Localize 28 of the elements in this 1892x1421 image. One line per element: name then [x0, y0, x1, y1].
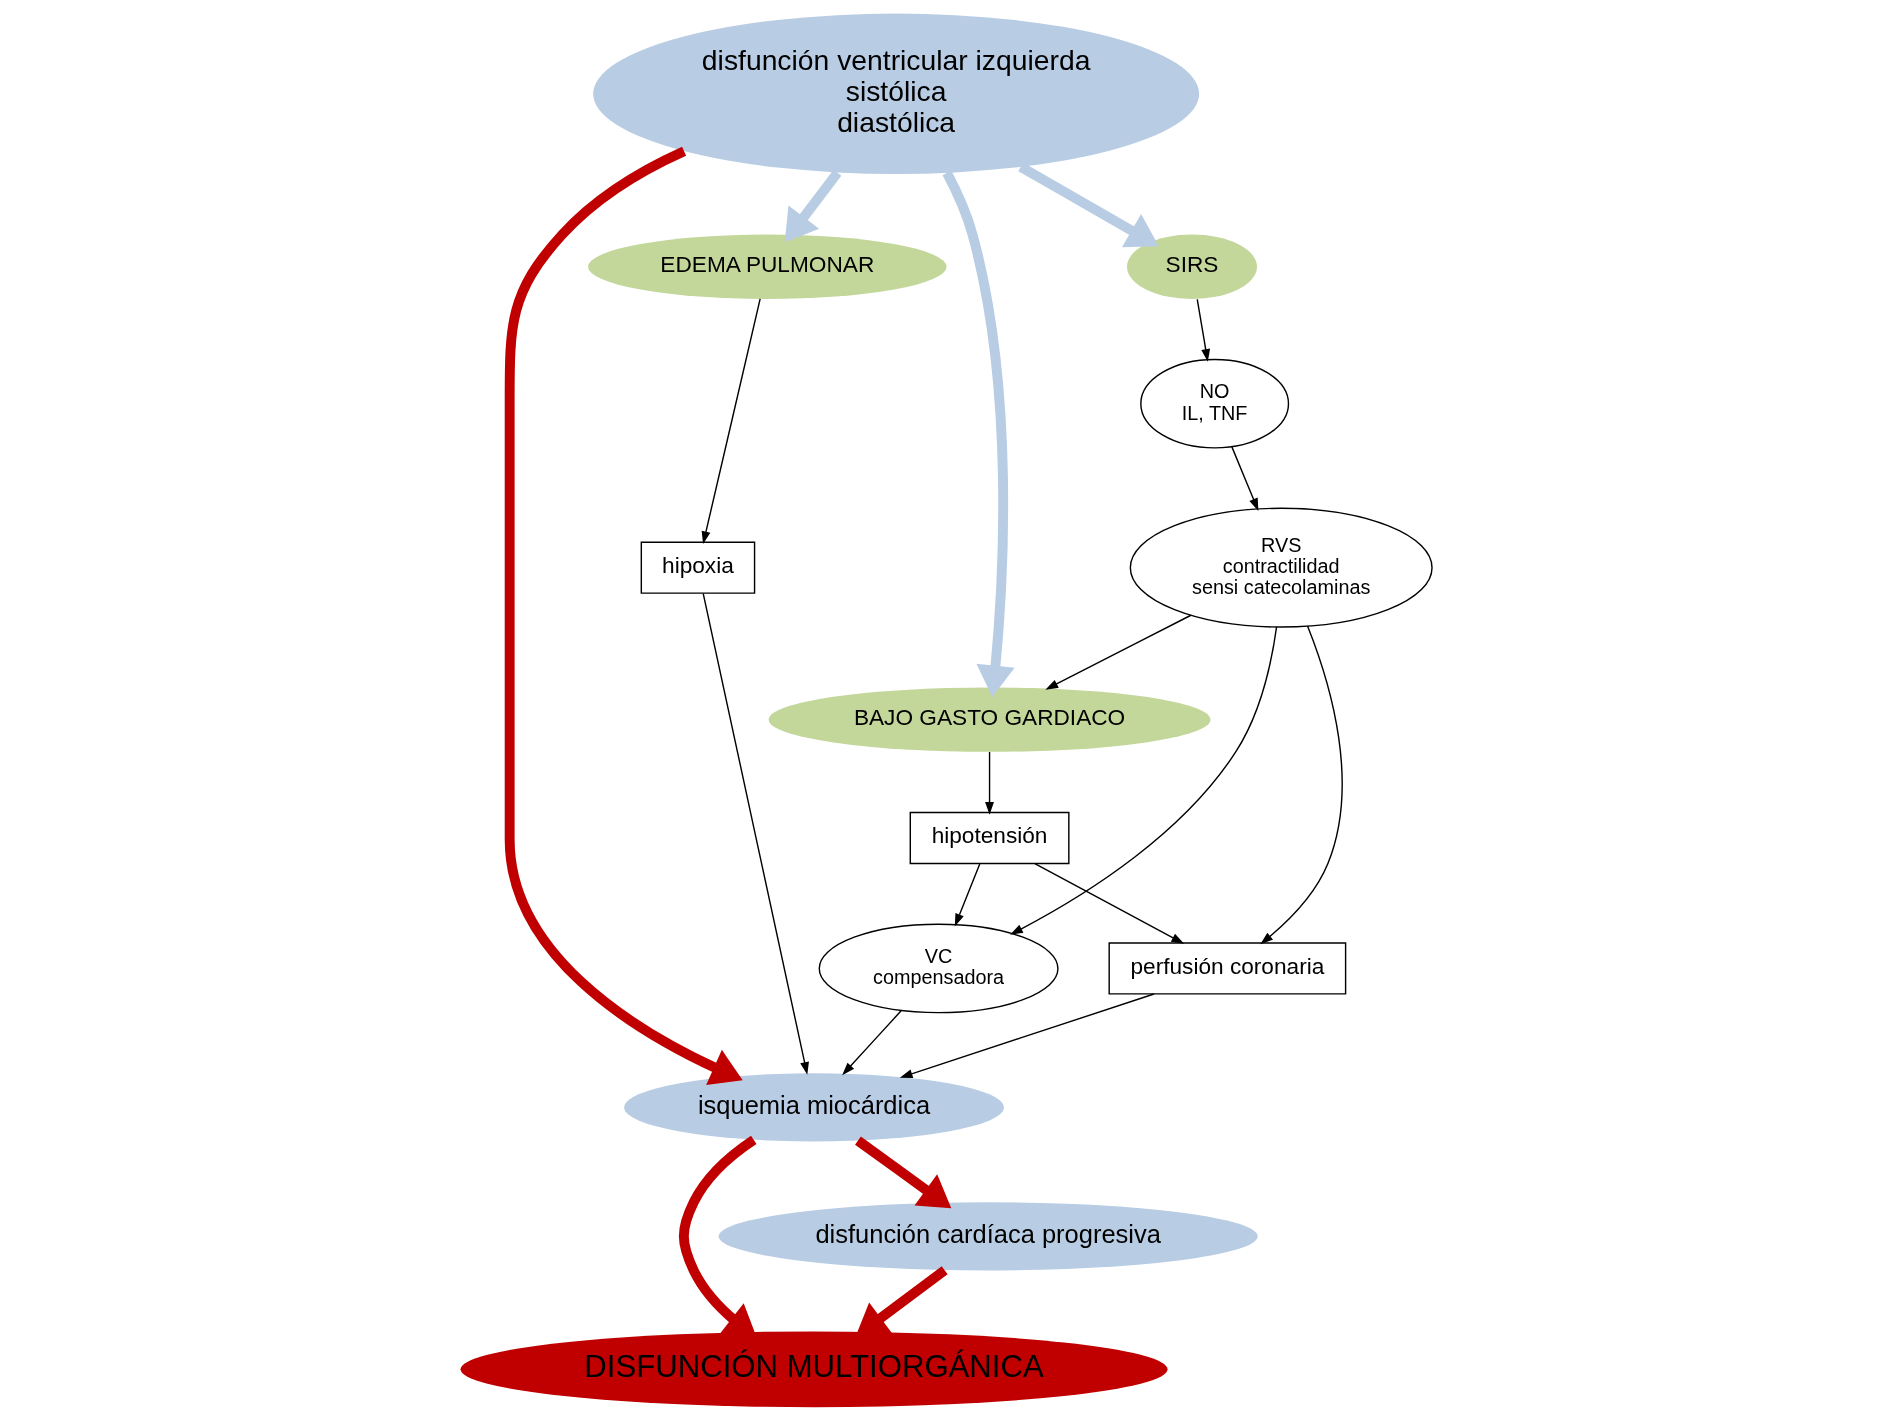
arrow [1259, 625, 1343, 945]
arrow [854, 1136, 951, 1209]
node-ellipse: BAJO GASTO GARDIACO [768, 687, 1210, 752]
node-ellipse: isquemia miocárdica [623, 1073, 1004, 1142]
arrow [1230, 445, 1258, 512]
node-ellipse: disfunción cardíaca progresiva [718, 1202, 1258, 1271]
node-ellipse: NO IL, TNF [1139, 358, 1289, 449]
arrow [984, 751, 994, 815]
arrow [954, 863, 980, 927]
node-box: perfusión coronaria [1108, 942, 1346, 995]
arrow [899, 993, 1155, 1078]
arrow [1033, 863, 1184, 944]
arrow [504, 146, 743, 1085]
arrow [702, 592, 809, 1075]
arrow [1009, 626, 1277, 935]
arrow [1196, 298, 1210, 362]
node-ellipse: SIRS [1126, 234, 1257, 299]
node-box: hipoxia [640, 541, 755, 594]
arrow [784, 169, 841, 243]
node-ellipse: RVS contractilidad sensi catecolaminas [1129, 507, 1433, 628]
node-ellipse: DISFUNCIÓN MULTIORGÁNICA [460, 1331, 1168, 1408]
node-box: hipotensión [909, 811, 1070, 865]
arrow [942, 170, 1015, 697]
node-ellipse: EDEMA PULMONAR [587, 234, 947, 299]
arrow [841, 1009, 902, 1076]
node-ellipse: disfunción ventricular izquierda sistólica diastólica [592, 13, 1199, 174]
arrow [1044, 614, 1192, 690]
arrow [701, 298, 761, 545]
